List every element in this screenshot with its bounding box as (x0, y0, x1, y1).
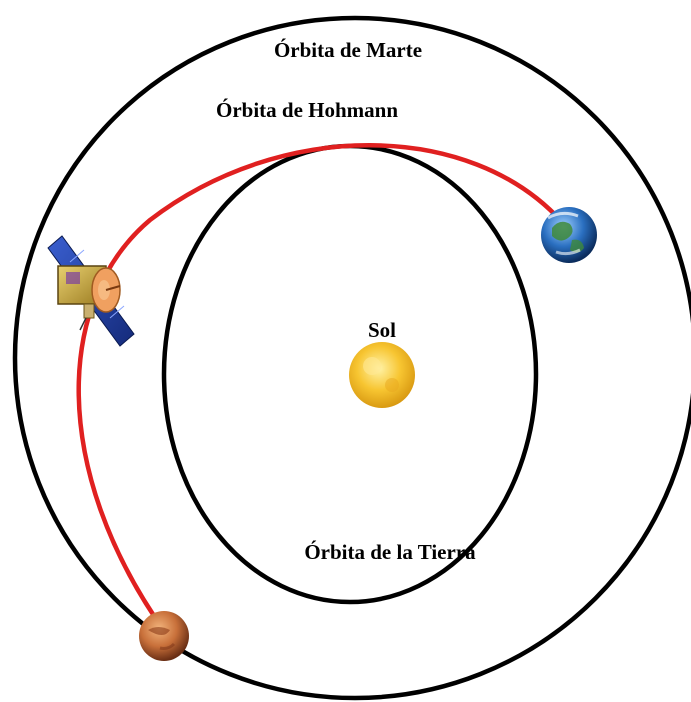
earth-icon (541, 207, 597, 263)
earth-orbit-label: Órbita de la Tierra (304, 540, 476, 564)
hohmann-transfer-orbit (76, 143, 565, 635)
sun-icon (349, 342, 415, 408)
spacecraft-icon (47, 235, 135, 347)
mars-orbit-label: Órbita de Marte (274, 38, 422, 62)
sun-label: Sol (368, 318, 396, 342)
mars-orbit (12, 15, 691, 701)
hohmann-orbit-label: Órbita de Hohmann (216, 98, 398, 122)
mars-icon (139, 611, 189, 661)
